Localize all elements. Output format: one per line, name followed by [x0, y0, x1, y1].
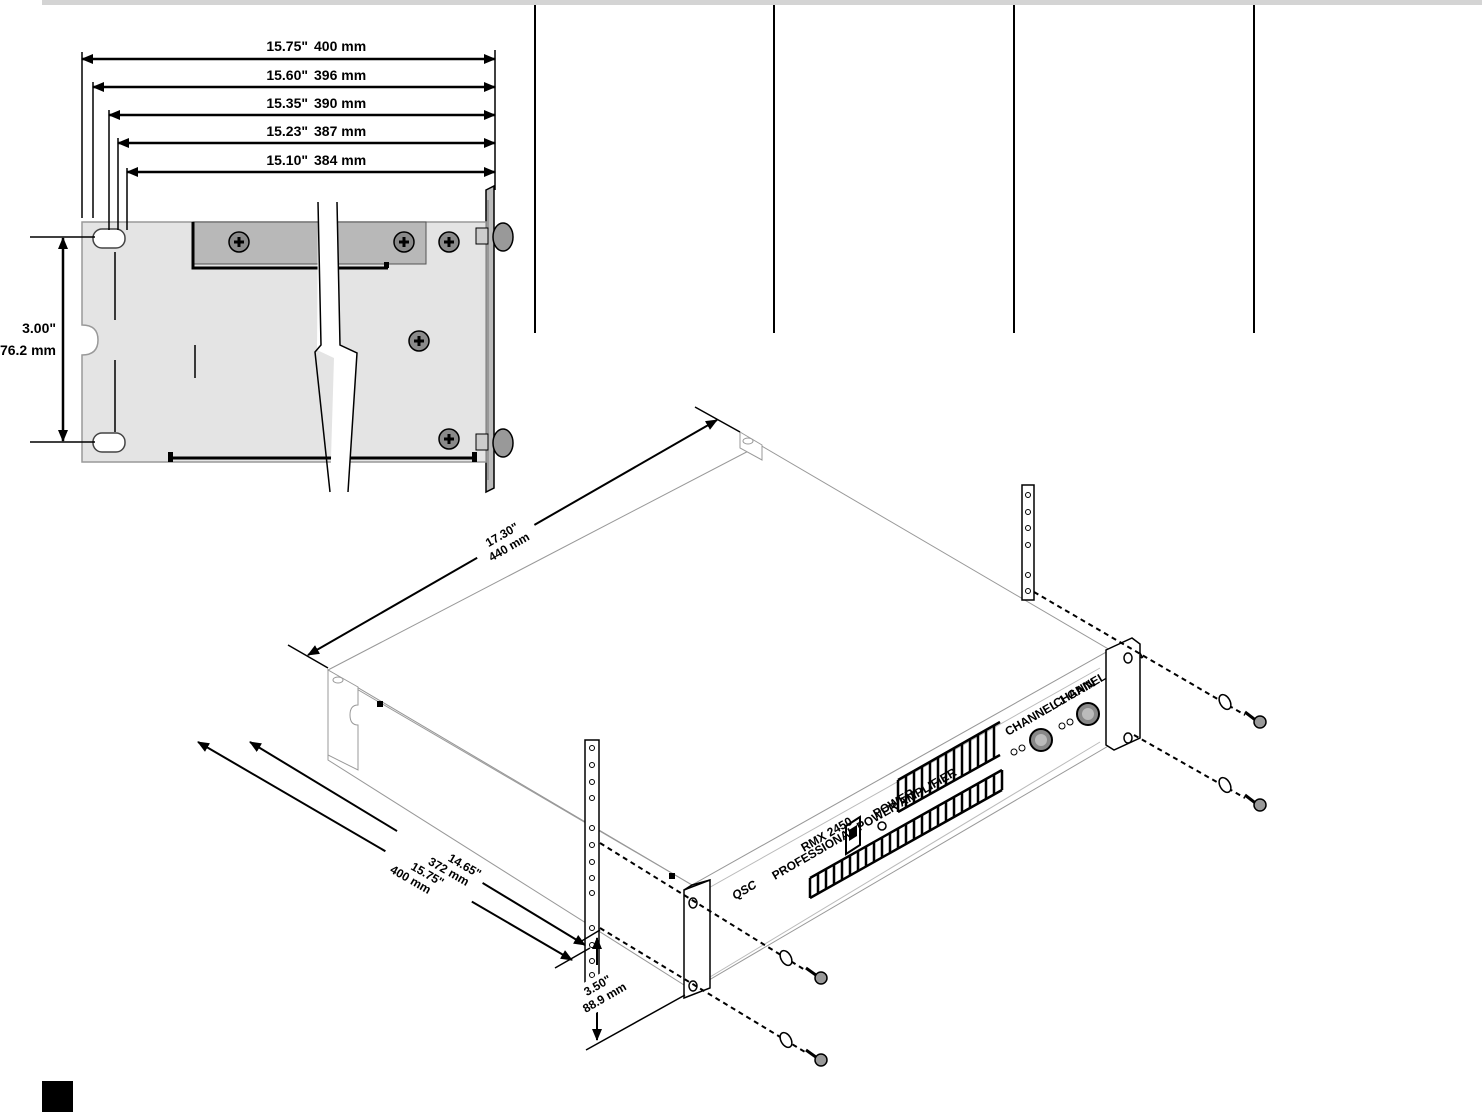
column-divider	[1013, 5, 1015, 333]
height-label-mm: 76.2 mm	[0, 342, 56, 358]
column-divider	[1253, 5, 1255, 333]
width-label-inch: 15.23"	[266, 123, 308, 139]
screw-icon	[437, 427, 461, 451]
width-label-mm: 384 mm	[314, 152, 366, 168]
power-led-icon	[877, 821, 887, 831]
width-label-inch: 15.10"	[266, 152, 308, 168]
isometric-view: QSC RMX 2450 PROFESSIONAL POWER AMPLIFIE…	[197, 406, 1267, 1067]
height-label-inch: 3.00"	[22, 320, 56, 336]
width-label-inch: 15.35"	[266, 95, 308, 111]
top-rule	[42, 0, 1482, 5]
front-ear	[683, 878, 711, 1000]
screw-path	[599, 591, 1246, 1053]
width-label-inch: 15.75"	[266, 38, 308, 54]
width-label-mm: 387 mm	[314, 123, 366, 139]
top-bracket	[192, 221, 427, 265]
width-label-inch: 15.60"	[266, 67, 308, 83]
width-label-mm: 390 mm	[314, 95, 366, 111]
front-ear	[1105, 637, 1141, 751]
width-label-mm: 396 mm	[314, 67, 366, 83]
column-divider	[773, 5, 775, 333]
screw-icon	[779, 949, 828, 985]
ear-slot	[92, 432, 126, 453]
screw-icon	[227, 230, 251, 254]
screw-icon	[779, 1031, 828, 1067]
page-marker	[42, 1081, 73, 1112]
knob-icon	[492, 222, 514, 252]
width-label-mm: 400 mm	[314, 38, 366, 54]
vent-grille	[896, 720, 1001, 814]
screw-icon	[1218, 776, 1267, 812]
screw-icon	[437, 230, 461, 254]
vent-grille	[808, 768, 1004, 900]
side-view: 15.75" 400 mm 15.60" 396 mm 15.35" 390 m…	[0, 37, 514, 494]
column-divider	[534, 5, 536, 333]
screw-icon	[1218, 693, 1267, 729]
amplifier-side-body	[81, 221, 487, 463]
knob-icon	[492, 428, 514, 458]
screw-icon	[407, 329, 431, 353]
ear-slot	[92, 228, 126, 249]
screw-icon	[392, 230, 416, 254]
